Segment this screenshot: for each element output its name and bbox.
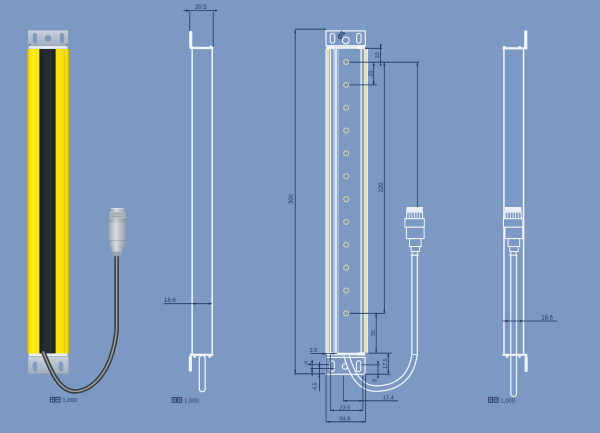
svg-text:Ø5: Ø5 bbox=[336, 30, 347, 41]
svg-text:34.8: 34.8 bbox=[339, 417, 350, 423]
svg-text:20: 20 bbox=[368, 70, 374, 76]
svg-text:3.5: 3.5 bbox=[310, 348, 318, 354]
svg-text:1,000: 1,000 bbox=[184, 398, 199, 404]
svg-text:220: 220 bbox=[379, 182, 385, 193]
svg-text:35: 35 bbox=[371, 330, 377, 336]
svg-text:17.5: 17.5 bbox=[383, 358, 389, 369]
svg-text:23.5: 23.5 bbox=[340, 405, 351, 411]
svg-text:4.5: 4.5 bbox=[313, 383, 319, 391]
svg-text:1,000: 1,000 bbox=[62, 398, 77, 404]
svg-text:17.4: 17.4 bbox=[383, 396, 394, 402]
svg-text:4: 4 bbox=[304, 361, 310, 364]
svg-text:300: 300 bbox=[289, 193, 295, 204]
svg-text:10: 10 bbox=[375, 52, 381, 58]
svg-text:8: 8 bbox=[373, 379, 379, 382]
svg-text:18.6: 18.6 bbox=[164, 298, 176, 304]
svg-text:20.5: 20.5 bbox=[195, 5, 207, 11]
svg-text:1,000: 1,000 bbox=[501, 398, 516, 404]
svg-text:18.6: 18.6 bbox=[541, 316, 553, 322]
